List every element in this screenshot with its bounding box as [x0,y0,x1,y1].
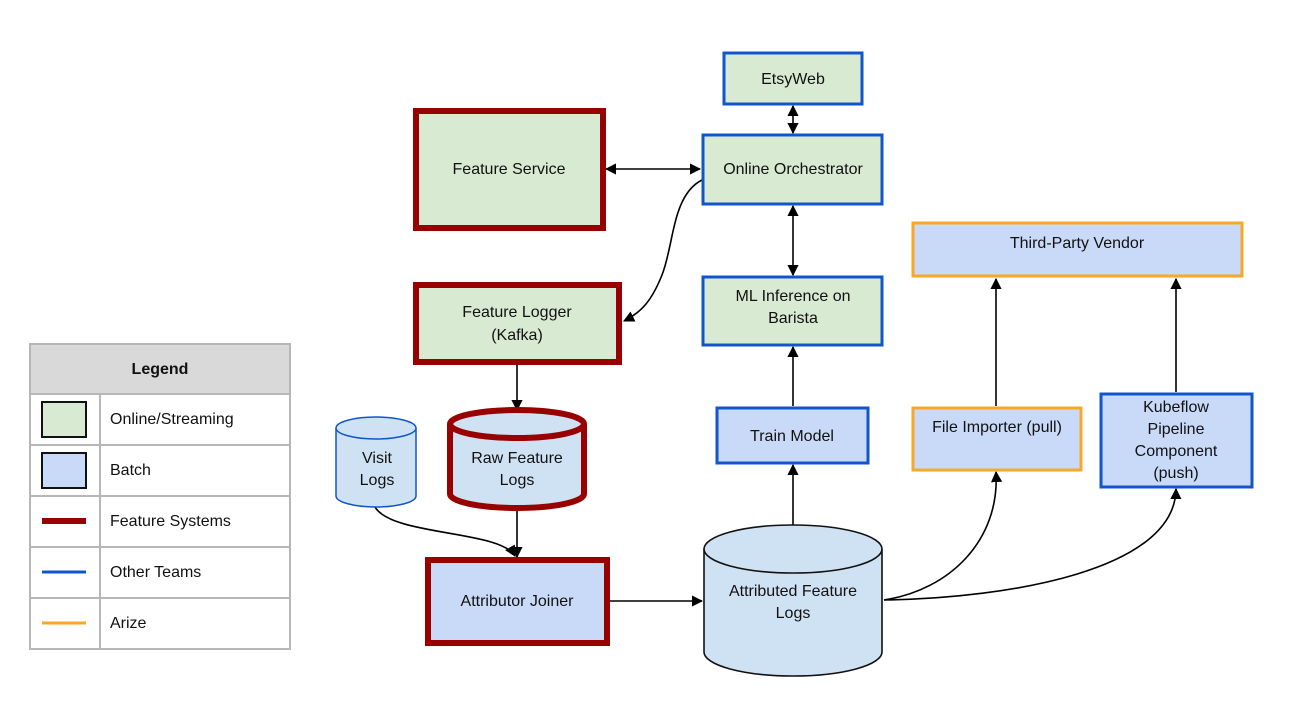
cylinder-body [335,428,417,508]
node-attributed-feature-logs: Attributed Feature Logs [703,524,883,677]
node-label: Visit [362,450,392,467]
node-online-orchestrator: Online Orchestrator [701,133,884,206]
node-box [911,406,1083,472]
node-box [413,282,622,365]
node-box [715,406,870,465]
legend-label-arize: Arize [110,615,147,632]
edge-orchestrator-featurelogger [622,179,703,322]
edge-attributedlogs-kubeflow [883,487,1182,601]
node-label: Pipeline [1148,421,1205,438]
legend-label-feature-systems: Feature Systems [110,513,231,530]
node-file-importer: File Importer (pull) [911,406,1083,472]
node-box [911,221,1244,278]
node-label: Train Model [750,428,834,445]
node-feature-service: Feature Service [413,108,606,231]
legend-label-batch: Batch [110,462,151,479]
node-label: ML Inference on [735,288,850,305]
node-label: Raw Feature [471,450,563,467]
node-label: Logs [776,605,811,622]
node-kubeflow: Kubeflow Pipeline Component (push) [1099,392,1254,489]
node-label: Attributed Feature [729,583,857,600]
node-label: Logs [500,472,535,489]
cylinder-top [335,416,417,440]
edge-visitlogs-attributor [374,506,516,557]
node-ml-inference: ML Inference on Barista [701,275,884,347]
node-visit-logs: Visit Logs [335,416,417,508]
legend-label-online: Online/Streaming [110,411,234,428]
node-box [1099,392,1254,489]
node-box [413,108,606,231]
node-label: File Importer (pull) [932,419,1062,436]
legend-header [29,343,291,395]
cylinder-body [703,549,883,677]
edge-attributedlogs-fileimporter [883,470,1003,601]
node-label: Feature Service [453,161,566,178]
node-label: Component [1135,443,1218,460]
node-label: Feature Logger [462,304,572,321]
node-box [425,557,610,646]
node-raw-feature-logs: Raw Feature Logs [447,407,587,511]
node-label: Kubeflow [1143,399,1209,416]
legend-title: Legend [132,361,189,378]
cylinder-body [447,424,587,511]
node-label: Logs [360,472,395,489]
node-box [722,51,864,106]
node-train-model: Train Model [715,406,870,465]
node-feature-logger: Feature Logger (Kafka) [413,282,622,365]
cylinder-top [703,524,883,574]
node-third-party-vendor: Third-Party Vendor [911,221,1244,278]
node-box [701,275,884,347]
legend-swatch-online [41,401,87,438]
node-label: Online Orchestrator [723,161,863,178]
node-label: EtsyWeb [761,71,825,88]
node-label: (Kafka) [491,327,543,344]
cylinder-top [447,407,587,441]
legend: Legend Online/Streaming Batch Feature Sy… [29,343,291,650]
connectors [374,104,1182,607]
legend-swatch-batch [41,452,87,489]
node-box [701,133,884,206]
node-label: Third-Party Vendor [1010,235,1145,252]
node-etsyweb: EtsyWeb [722,51,864,106]
node-label: Barista [768,310,818,327]
legend-label-other-teams: Other Teams [110,564,201,581]
node-label: (push) [1153,465,1198,482]
node-label: Attributor Joiner [461,593,575,610]
node-attributor-joiner: Attributor Joiner [425,557,610,646]
